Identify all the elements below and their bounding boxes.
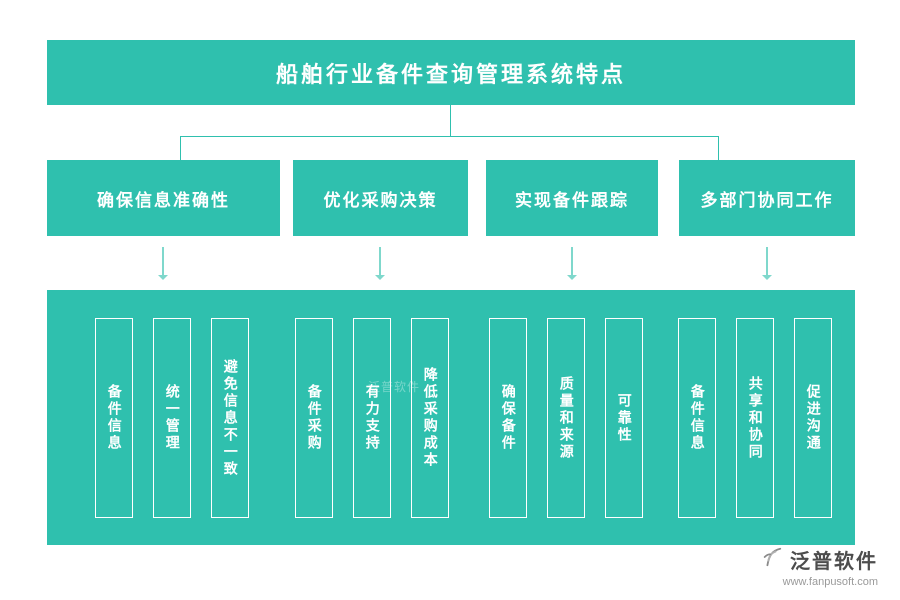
detail-item: 备件信息 — [678, 318, 716, 518]
down-arrow-icon — [158, 247, 168, 280]
connector-vertical-root — [450, 105, 451, 136]
detail-item: 促进沟通 — [794, 318, 832, 518]
branch-box-collaboration: 多部门协同工作 — [679, 160, 855, 236]
fanpu-logo-icon — [760, 546, 784, 573]
detail-item: 确保备件 — [489, 318, 527, 518]
branch-box-procurement: 优化采购决策 — [293, 160, 468, 236]
connector-horizontal — [180, 136, 719, 137]
detail-item: 避免信息不一致 — [211, 318, 249, 518]
diagram-title: 船舶行业备件查询管理系统特点 — [47, 40, 855, 105]
detail-item: 有力支持 — [353, 318, 391, 518]
detail-item: 降低采购成本 — [411, 318, 449, 518]
detail-group-procurement: 备件采购 有力支持 降低采购成本 — [295, 318, 449, 518]
detail-item: 共享和协同 — [736, 318, 774, 518]
detail-group-accuracy: 备件信息 统一管理 避免信息不一致 — [95, 318, 249, 518]
down-arrow-icon — [567, 247, 577, 280]
detail-item: 可靠性 — [605, 318, 643, 518]
down-arrow-icon — [762, 247, 772, 280]
branch-box-accuracy: 确保信息准确性 — [47, 160, 280, 236]
detail-item: 统一管理 — [153, 318, 191, 518]
connector-drop-left — [180, 136, 181, 160]
footer-brand-block: 泛普软件 www.fanpusoft.com — [760, 545, 878, 588]
detail-panel: 备件信息 统一管理 避免信息不一致 备件采购 有力支持 降低采购成本 确保备件 … — [47, 290, 855, 545]
connector-drop-right — [718, 136, 719, 160]
detail-item: 质量和来源 — [547, 318, 585, 518]
down-arrow-icon — [375, 247, 385, 280]
detail-item: 备件信息 — [95, 318, 133, 518]
brand-name: 泛普软件 — [790, 551, 878, 573]
detail-group-collaboration: 备件信息 共享和协同 促进沟通 — [678, 318, 832, 518]
detail-group-tracking: 确保备件 质量和来源 可靠性 — [489, 318, 643, 518]
branch-box-tracking: 实现备件跟踪 — [486, 160, 658, 236]
detail-item: 备件采购 — [295, 318, 333, 518]
brand-url: www.fanpusoft.com — [782, 576, 878, 588]
